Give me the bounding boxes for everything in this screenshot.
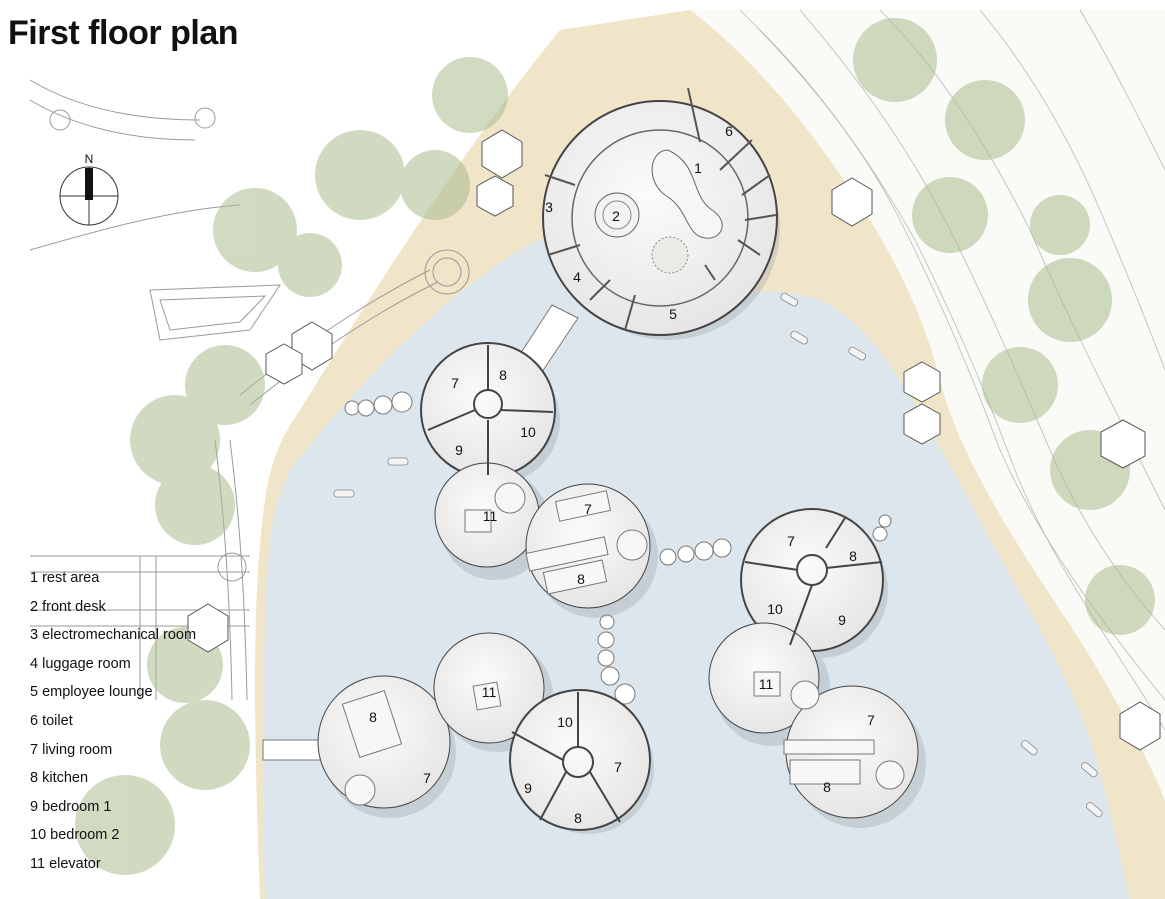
north-label: N	[85, 152, 94, 166]
pod-f-labels: 10 7 9 8	[524, 714, 622, 826]
furniture	[341, 482, 905, 806]
room-number: 11	[482, 684, 497, 700]
room-number: 7	[584, 501, 592, 517]
room-number: 7	[614, 759, 622, 775]
pod-f	[509, 689, 651, 831]
legend-item: 7 living room	[30, 741, 113, 758]
room-legend: 1 rest area 2 front desk 3 electromechan…	[30, 568, 196, 883]
page-title: First floor plan	[8, 14, 239, 52]
room-number: 1	[694, 160, 702, 176]
room-number: 6	[725, 123, 733, 139]
legend-item: 11 elevator	[30, 855, 101, 872]
road-network	[29, 79, 470, 701]
main-building	[542, 87, 778, 336]
partitions	[427, 345, 883, 823]
room-number: 2	[612, 208, 620, 224]
room-number: 8	[369, 709, 377, 725]
room-number: 5	[669, 306, 677, 322]
room-number: 11	[483, 508, 498, 524]
room-number: 8	[574, 810, 582, 826]
north-arrow-icon: N	[59, 152, 119, 226]
gazebos	[187, 129, 1161, 751]
legend-item: 1 rest area	[30, 570, 100, 586]
room-number: 7	[867, 712, 875, 728]
room-number: 8	[499, 367, 507, 383]
room-number: 4	[573, 269, 581, 285]
room-number: 11	[759, 676, 774, 692]
legend-item: 2 front desk	[30, 598, 106, 615]
room-number: 10	[767, 601, 783, 617]
room-number: 7	[787, 533, 795, 549]
room-number: 10	[557, 714, 573, 730]
room-number: 8	[823, 779, 831, 795]
legend-item: 9 bedroom 1	[30, 798, 112, 815]
room-number: 9	[524, 780, 532, 796]
pod-c-labels: 7 8 10 9	[767, 533, 857, 628]
room-number: 10	[520, 424, 536, 440]
main-building-labels: 1 2 3 4 5 6	[545, 123, 733, 322]
room-number: 3	[545, 199, 553, 215]
room-number: 7	[423, 770, 431, 786]
pod-b-labels: 11 7 8	[483, 501, 592, 587]
room-number: 9	[455, 442, 463, 458]
stepping-stones	[344, 391, 892, 705]
boats	[333, 292, 1103, 818]
room-number: 9	[838, 612, 846, 628]
pod-d-labels: 11 7 8	[759, 676, 875, 795]
legend-item: 6 toilet	[30, 712, 73, 729]
legend-item: 3 electromechanical room	[30, 627, 197, 644]
pod-a-labels: 7 8 9 10	[451, 367, 536, 458]
legend-item: 10 bedroom 2	[30, 827, 120, 844]
legend-item: 4 luggage room	[30, 655, 131, 672]
legend-item: 5 employee lounge	[30, 684, 153, 701]
room-number: 8	[577, 571, 585, 587]
room-number: 8	[849, 548, 857, 564]
room-number: 7	[451, 375, 459, 391]
pod-e-labels: 11 8 7	[369, 684, 496, 786]
legend-item: 8 kitchen	[30, 770, 89, 787]
